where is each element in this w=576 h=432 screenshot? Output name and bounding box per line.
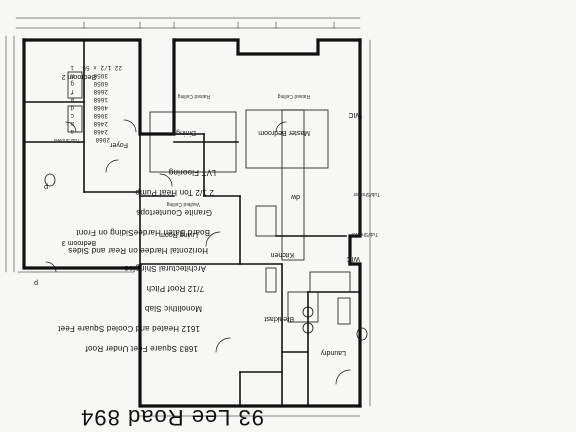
ceiling-label-raised-master: Raised Ceiling [277,93,310,99]
schedule-code: 1668 [93,96,108,103]
room-label-pantry-1: p [44,183,48,190]
wall-right-end [22,38,142,270]
spec-note: LVT Flooring [168,168,216,177]
schedule-letter: h [70,72,74,79]
ceiling-label-raised-dining: Raised Ceiling [177,93,210,99]
room-label-kitchen: Kitchen [270,251,294,258]
spec-note: 1612 Heated and Cooled Square Feet [57,324,200,333]
schedule-code: 4068 [93,104,108,111]
spec-note: Monolithic Slab [144,304,202,313]
schedule-code: 2468 [93,120,108,127]
wall-bottom-middle [172,38,362,56]
spec-note: 7/12 Roof Pitch [146,284,204,293]
room-label-bedroom-3: Bedroom 3 [61,239,96,246]
room-label-master-bedroom: Master Bedroom [258,129,310,136]
schedule-letter: c [70,112,74,119]
schedule-letter: d [70,104,74,111]
spec-note: Horizontal Hardee on Rear and Sides [68,246,208,255]
door-swings [45,119,351,385]
fixture-label-tub-3: Tub/Shower [351,231,378,237]
fixture-label-tub-2: Tub/Shower [353,191,380,197]
spec-note: 1683 Square Feet Under Roof [85,344,198,353]
dimension-lines [5,17,371,417]
wall-left-bottom [348,38,362,266]
spec-note: 2 1/2 Ton Heat Pump [135,188,214,197]
room-label-bedroom-2: Bedroom 2 [61,73,96,80]
room-label-pantry-2: p [34,279,38,286]
room-label-wic-master: WIC [348,111,362,118]
schedule-code: 2668 [93,88,108,95]
wall-right-wing-top [138,264,362,408]
schedule-code: 22 1/2 x 55 [82,64,122,71]
schedule-letter: a [70,128,74,135]
kitchen-counters [255,109,351,293]
room-label-breakfast: Breakfast [264,315,294,322]
schedule-letter: g [70,80,74,87]
schedule-letter: i [70,64,74,71]
schedule-code: 2468 [93,128,108,135]
schedule-letter: f [70,88,74,95]
interior-walls [23,39,361,407]
schedule-code: 3050 [93,72,108,79]
schedule-code: 6050 [93,80,108,87]
room-label-foyer: Foyer [110,141,128,148]
room-label-dining: Dining [176,129,196,136]
spec-note: Board Baten HardeeSiding on Front [76,228,210,237]
plan-title: 93 Lee Road 894 [80,405,264,430]
ceiling-label-vaulted: Vaulted Ceiling [166,201,200,207]
room-label-wic: WIC [346,255,360,262]
schedule-letter: b [70,120,74,127]
room-label-laundry: Laundry [320,349,346,356]
schedule-code: 3068 [93,112,108,119]
spec-note: Granite Countertops [136,208,212,217]
bath-fixtures [44,71,368,341]
room-label-dw: dw [291,193,300,200]
fixture-label-tub-1: Tub/Shower [53,137,80,143]
raised-ceiling-outlines [149,109,329,173]
wall-left-wing [348,262,362,408]
spec-note: Architectural Shingles [124,264,206,273]
schedule-letter: e [70,96,74,103]
schedule-code: 2068 [95,136,110,143]
